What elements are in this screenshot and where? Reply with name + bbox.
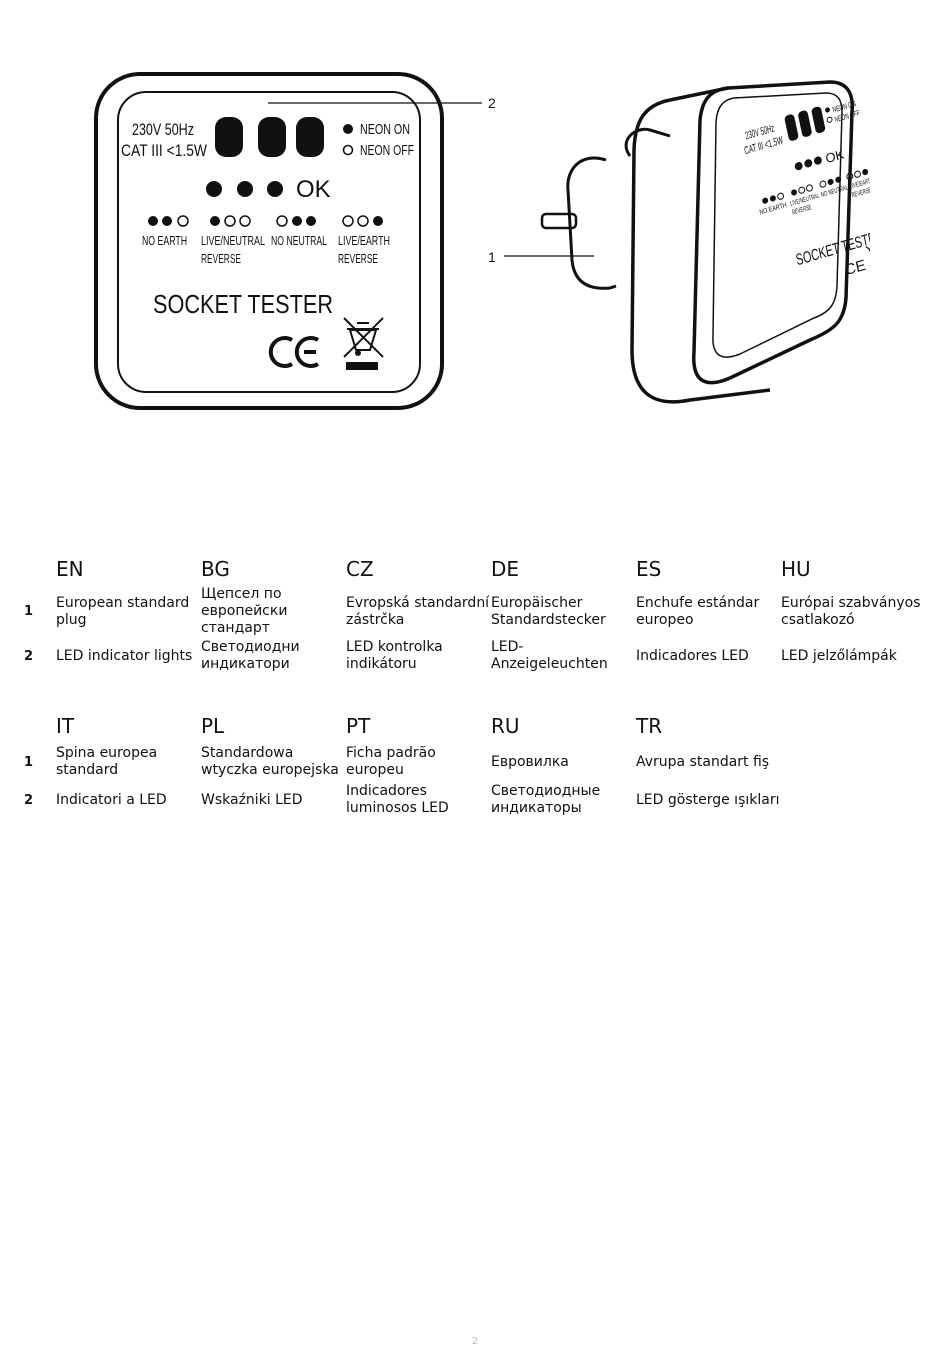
lang-header: HU	[781, 557, 811, 581]
row-number: 2	[24, 792, 34, 808]
spec-line-2: CAT III <1.5W	[121, 141, 207, 160]
table-cell: LED gösterge ışıkları	[636, 791, 780, 808]
table-cell: European standard plug	[56, 594, 190, 628]
table-cell: Евровилка	[491, 753, 569, 770]
language-header-row: IT PL PT RU TR	[24, 713, 926, 743]
lang-header: PT	[346, 714, 371, 738]
page-number: 2	[471, 1336, 479, 1347]
table-cell: Светодиодные индикаторы	[491, 783, 601, 816]
lang-header	[781, 713, 926, 743]
neon-off-dot	[342, 144, 354, 156]
neon-window	[258, 117, 286, 157]
callout-2: 2	[488, 95, 496, 111]
table-cell: Ficha padrão europeu	[346, 745, 436, 778]
table-cell: LED kontrolka indikátoru	[346, 639, 443, 672]
neon-on-dot	[343, 124, 353, 134]
callout-1: 1	[488, 249, 496, 265]
lang-header: BG	[201, 557, 230, 581]
neon-on-label: NEON ON	[360, 121, 410, 138]
product-name: SOCKET TESTER	[153, 289, 333, 319]
lang-header: DE	[491, 557, 520, 581]
table-cell: Indicadores LED	[636, 647, 749, 664]
table-cell: Evropská standardní zástrčka	[346, 594, 490, 628]
lang-header: ES	[636, 557, 662, 581]
table-cell	[781, 743, 926, 781]
lang-header: IT	[56, 714, 75, 738]
ok-dot	[237, 181, 253, 197]
parts-table-2: IT PL PT RU TR 1 Spina europea standard …	[24, 713, 926, 819]
socket-tester-front-illustration: 230V 50Hz CAT III <1.5W NEON ON NEON OFF…	[94, 72, 496, 410]
fault-live-neutral: LIVE/NEUTRAL	[201, 233, 265, 248]
fault-reverse: REVERSE	[201, 251, 241, 266]
parts-table-1: EN BG CZ DE ES HU 1 European standard pl…	[24, 556, 926, 675]
table-cell: Светодиодни индикатори	[201, 639, 300, 672]
table-cell: Indicatori a LED	[56, 791, 167, 808]
lang-header: PL	[201, 714, 225, 738]
table-cell: LED-Anzeigeleuchten	[491, 639, 608, 672]
ok-dot	[206, 181, 222, 197]
table-row: 2 LED indicator lights Светодиодни индик…	[24, 637, 926, 675]
lang-header: TR	[636, 714, 663, 738]
table-row: 1 Spina europea standard Standardowa wty…	[24, 743, 926, 781]
row-number: 2	[24, 648, 34, 664]
side-ok: OK	[824, 146, 845, 166]
side-ce-mark: CE	[844, 257, 868, 279]
table-cell: Standardowa wtyczka europejska	[201, 745, 339, 778]
language-header-row: EN BG CZ DE ES HU	[24, 556, 926, 586]
lang-header: EN	[56, 557, 84, 581]
row-number: 1	[24, 604, 34, 619]
table-cell: Enchufe estándar europeo	[636, 594, 760, 628]
weee-bar	[346, 362, 378, 370]
fault-reverse: REVERSE	[338, 251, 378, 266]
fault-live-earth: LIVE/EARTH	[338, 233, 390, 248]
table-row: 2 Indicatori a LED Wskaźniki LED Indicad…	[24, 781, 926, 819]
plug-pin	[540, 212, 578, 230]
neon-off-label: NEON OFF	[360, 142, 414, 159]
ce-mark-icon	[268, 336, 320, 368]
weee-bin-icon	[343, 317, 384, 358]
table-cell: Wskaźniki LED	[201, 791, 303, 808]
lang-header: RU	[491, 714, 520, 738]
table-cell: Európai szabványos csatlakozó	[781, 594, 921, 628]
socket-tester-side-illustration: 230V 50Hz CAT III <1.5W NEON ON NEON OFF…	[488, 80, 870, 404]
ok-dot	[267, 181, 283, 197]
ok-label: OK	[296, 176, 331, 203]
neon-window	[215, 117, 243, 157]
table-row: 1 European standard plug Щепсел по европ…	[24, 586, 926, 637]
table-cell: Spina europea standard	[56, 745, 158, 778]
table-cell	[781, 781, 926, 819]
fault-no-neutral: NO NEUTRAL	[271, 233, 327, 248]
table-cell: LED indicator lights	[56, 647, 193, 664]
neon-window	[296, 117, 324, 157]
table-cell: Щепсел по европейски стандарт	[201, 586, 288, 636]
spec-line-1: 230V 50Hz	[132, 120, 194, 139]
fault-no-earth: NO EARTH	[142, 233, 187, 248]
lang-header: CZ	[346, 557, 374, 581]
table-cell: Europäischer Standardstecker	[491, 594, 606, 628]
row-number: 1	[24, 754, 34, 770]
table-cell: LED jelzőlámpák	[781, 647, 897, 664]
table-cell: Indicadores luminosos LED	[346, 783, 449, 816]
table-cell: Avrupa standart fiş	[636, 753, 770, 770]
